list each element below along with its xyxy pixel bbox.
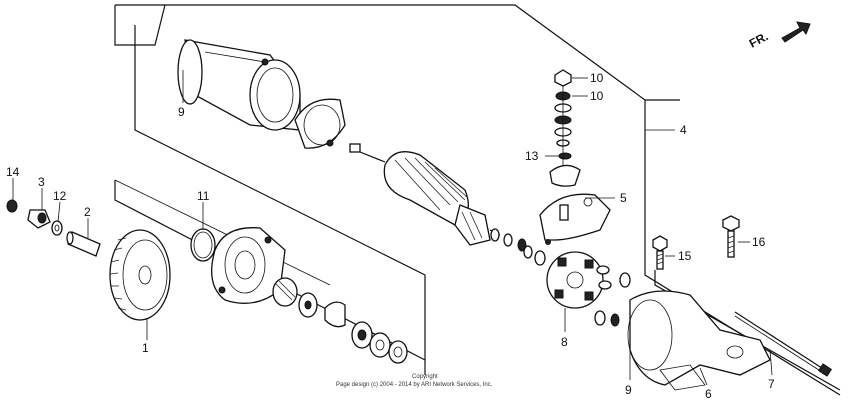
callout-7: 7	[768, 377, 775, 391]
callout-11: 11	[197, 189, 210, 203]
o-ring	[190, 228, 216, 262]
field-magnet	[294, 98, 346, 149]
gear-shaft	[66, 231, 101, 257]
copyright-line-2: Page design (c) 2004 - 2014 by ARI Netwo…	[336, 382, 493, 388]
callout-9-yoke: 9	[178, 105, 185, 119]
nut-14	[6, 199, 18, 213]
terminal-hardware-stack	[549, 69, 581, 187]
callout-labels: 1 2 3 4 5 6 7 8 9 9 10 10 11 12 13 14 15…	[6, 71, 775, 401]
leader-lines	[12, 70, 773, 386]
callout-5: 5	[620, 191, 627, 205]
shaft-washers	[490, 228, 546, 266]
callout-10-top: 10	[590, 71, 604, 85]
callout-14: 14	[6, 165, 20, 179]
callout-10-second: 10	[590, 89, 604, 103]
front-direction-arrow: FR.	[747, 21, 811, 51]
callout-6: 6	[705, 387, 712, 401]
callout-8: 8	[561, 335, 568, 349]
assembly-outline	[114, 4, 841, 396]
callout-4: 4	[680, 123, 687, 137]
pinion-gear-3	[27, 209, 51, 229]
brush-plate	[539, 193, 611, 245]
callout-15: 15	[678, 249, 692, 263]
bolt-16	[722, 215, 740, 258]
front-bearings-washers	[272, 277, 408, 364]
callout-12: 12	[53, 189, 67, 203]
direction-label: FR.	[747, 29, 771, 50]
yoke-housing	[177, 39, 301, 131]
callout-3: 3	[38, 175, 45, 189]
reduction-gear	[109, 229, 171, 321]
callout-13: 13	[525, 149, 539, 163]
rear-cover	[627, 290, 771, 391]
through-bolt	[734, 311, 833, 377]
brush-holder	[546, 251, 631, 327]
washer-12	[51, 220, 63, 236]
copyright-line-1: Copyright	[412, 374, 438, 380]
front-bracket	[211, 227, 286, 304]
bolt-15	[652, 235, 668, 270]
callout-2: 2	[84, 205, 91, 219]
callout-16: 16	[752, 235, 766, 249]
copyright-notice: Copyright Page design (c) 2004 - 2014 by…	[336, 374, 493, 388]
armature	[349, 143, 501, 246]
callout-1: 1	[142, 341, 149, 355]
callout-9-cover: 9	[625, 383, 632, 397]
